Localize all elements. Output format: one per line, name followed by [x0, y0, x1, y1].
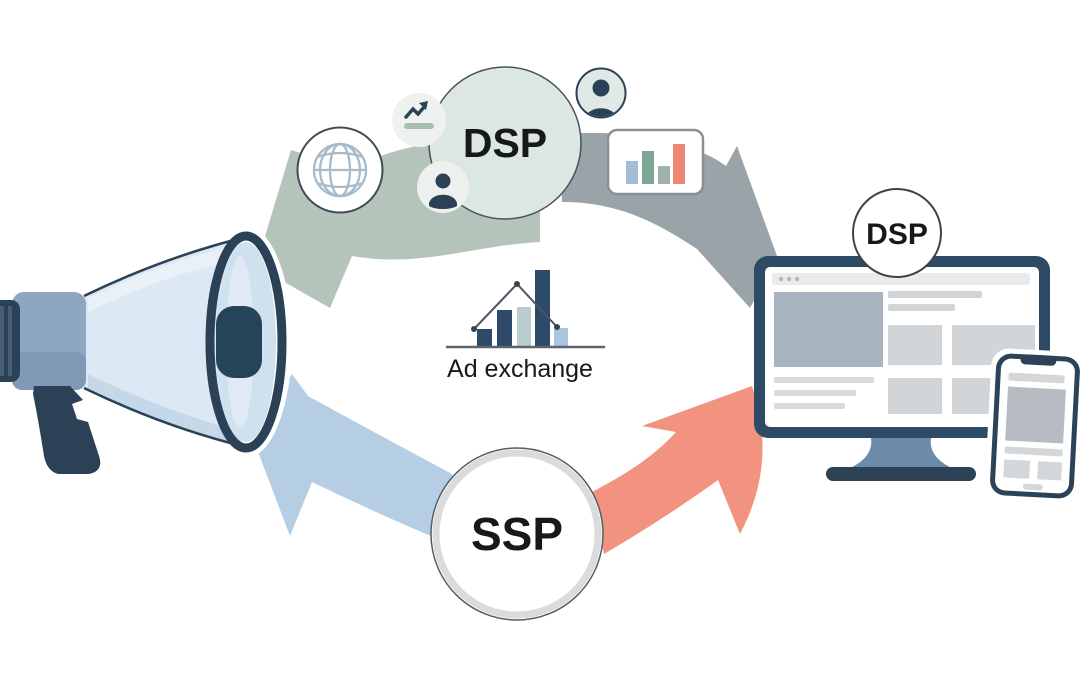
megaphone-handle — [33, 386, 101, 474]
ssp-node: SSP — [430, 447, 604, 621]
exchange-bar-chart-icon — [445, 270, 606, 349]
megaphone-bell-ring — [205, 231, 287, 453]
audience-icon — [417, 161, 469, 213]
monitor-icon — [754, 256, 1050, 481]
browser-bar — [772, 273, 1030, 285]
publisher-dsp-badge: DSP — [852, 188, 942, 278]
globe-icon — [296, 126, 384, 214]
megaphone-horn-bottom-edge — [83, 386, 243, 448]
ad-exchange-label: Ad exchange — [447, 355, 593, 383]
megaphone-cap-ribs — [0, 306, 12, 376]
analytics-bars-icon — [606, 128, 705, 196]
phone-notch — [1020, 354, 1057, 366]
arrow-ssp-to-advertiser — [252, 374, 460, 548]
megaphone-horn-shade — [88, 374, 240, 446]
browser-dots — [778, 276, 800, 282]
ad-exchange-node: Ad exchange — [445, 270, 606, 383]
trending-up-icon — [392, 93, 446, 147]
megaphone-driver — [216, 306, 262, 378]
dsp-label: DSP — [463, 120, 547, 166]
smartphone-icon — [985, 348, 1080, 504]
publisher-devices: DSP — [754, 188, 1080, 504]
megaphone-horn-top-edge — [83, 236, 243, 298]
monitor-stand — [848, 438, 954, 469]
monitor-base — [826, 467, 976, 481]
publisher-dsp-badge-label: DSP — [866, 218, 928, 251]
user-avatar-icon — [575, 67, 627, 119]
megaphone-horn-highlight — [88, 244, 240, 312]
megaphone-collar-shade — [12, 352, 86, 390]
arrow-ssp-to-publisher — [592, 386, 763, 554]
ssp-label: SSP — [471, 508, 563, 560]
megaphone-icon — [0, 226, 292, 474]
dsp-node: DSP — [296, 66, 705, 220]
phone-wireframe — [1003, 372, 1066, 491]
ssp-ring — [432, 449, 602, 619]
webpage-wireframe — [774, 291, 1035, 414]
